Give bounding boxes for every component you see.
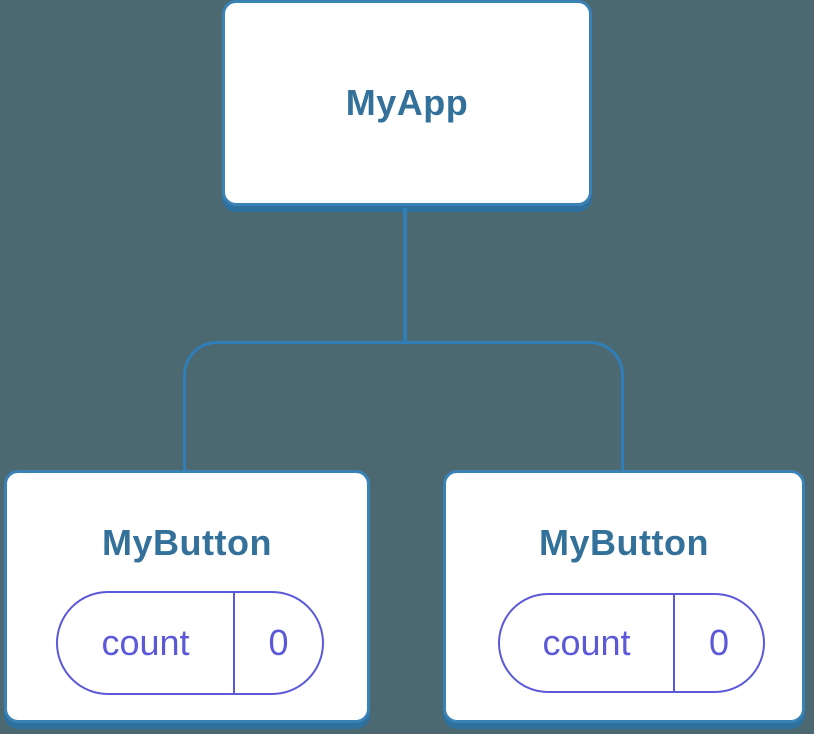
- state-value: 0: [268, 622, 289, 663]
- child-component-card-left: MyButton count 0: [4, 470, 370, 723]
- tree-edge-bracket: [183, 341, 624, 472]
- tree-edge-root-stub: [403, 208, 407, 343]
- root-component-label: MyApp: [345, 82, 469, 123]
- child-component-label: MyButton: [102, 522, 272, 563]
- state-pill: count 0: [56, 591, 324, 695]
- state-key: count: [500, 595, 675, 691]
- state-key: count: [58, 593, 235, 693]
- state-value: 0: [708, 622, 730, 663]
- state-pill: count 0: [498, 593, 765, 693]
- child-component-label: MyButton: [539, 522, 709, 563]
- child-component-card-right: MyButton count 0: [443, 470, 805, 723]
- root-component-card: MyApp: [222, 0, 592, 206]
